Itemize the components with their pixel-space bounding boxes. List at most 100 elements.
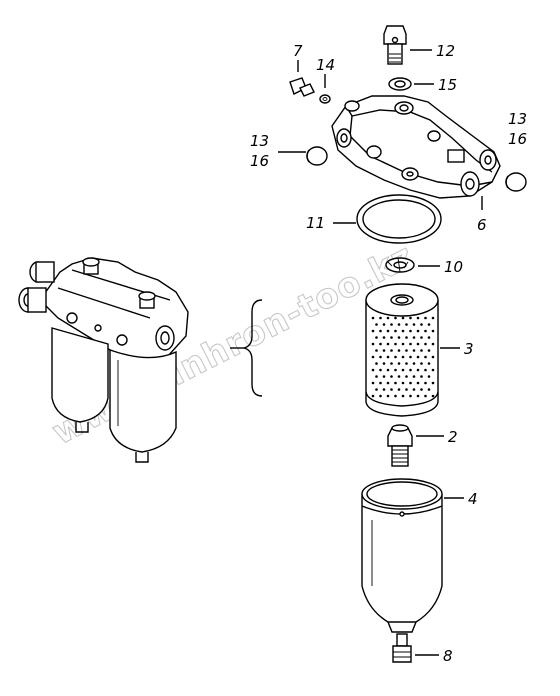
perforation-dot xyxy=(409,368,412,372)
perforation-dot xyxy=(379,394,382,398)
perforation-dot xyxy=(412,388,416,391)
perforation-dot xyxy=(371,342,375,346)
perforation-dot xyxy=(416,394,420,398)
perforation-dot xyxy=(424,368,427,372)
callout-6: 6 xyxy=(477,216,487,234)
perforation-dot xyxy=(412,362,416,365)
perforation-dot xyxy=(386,316,390,320)
part-bowl-4 xyxy=(361,478,443,633)
perforation-dot xyxy=(390,375,393,378)
perforation-dot xyxy=(424,329,427,333)
perforation-dot xyxy=(416,342,420,346)
perforation-dot xyxy=(390,362,393,365)
perforation-dot xyxy=(401,355,405,359)
perforation-dot xyxy=(382,336,386,339)
part-valve-2 xyxy=(387,424,413,467)
perforation-dot xyxy=(386,342,390,346)
perforation-dot xyxy=(416,355,420,359)
part-o-ring-11 xyxy=(356,194,442,244)
perforation-dot xyxy=(401,394,405,398)
perforation-dot xyxy=(401,316,405,320)
group-bracket xyxy=(230,299,263,397)
perforation-dot xyxy=(371,316,375,320)
perforation-dot xyxy=(412,336,416,339)
perforation-dot xyxy=(394,394,397,398)
callout-15: 15 xyxy=(438,76,457,94)
perforation-dot xyxy=(379,381,382,385)
perforation-dot xyxy=(394,381,397,385)
perforation-dot xyxy=(390,388,393,391)
assembled-filter-unit xyxy=(18,257,189,463)
perforation-dot xyxy=(394,342,397,346)
perforation-dot xyxy=(409,316,412,320)
perforation-dot xyxy=(427,362,431,365)
perforation-dot xyxy=(394,355,397,359)
perforation-dot xyxy=(401,329,405,333)
perforation-dot xyxy=(397,323,401,326)
part-drain-plug-8 xyxy=(392,633,412,663)
element-perforations xyxy=(371,316,435,398)
perforation-dot xyxy=(379,355,382,359)
perforation-dot xyxy=(431,329,435,333)
perforation-dot xyxy=(420,388,423,391)
perforation-dot xyxy=(427,388,431,391)
perforation-dot xyxy=(375,388,378,391)
perforation-dot xyxy=(401,342,405,346)
perforation-dot xyxy=(386,368,390,372)
perforation-dot xyxy=(420,375,423,378)
part-screw-7 xyxy=(289,77,315,97)
perforation-dot xyxy=(401,368,405,372)
perforation-dot xyxy=(394,329,397,333)
perforation-dot xyxy=(386,329,390,333)
perforation-dot xyxy=(375,336,378,339)
perforation-dot xyxy=(405,349,408,352)
callout-12: 12 xyxy=(436,42,455,60)
perforation-dot xyxy=(397,362,401,365)
perforation-dot xyxy=(431,342,435,346)
perforation-dot xyxy=(375,349,378,352)
perforation-dot xyxy=(371,368,375,372)
perforation-dot xyxy=(431,368,435,372)
perforation-dot xyxy=(371,355,375,359)
perforation-dot xyxy=(375,323,378,326)
part-washer-14 xyxy=(319,94,331,104)
perforation-dot xyxy=(382,362,386,365)
perforation-dot xyxy=(371,381,375,385)
perforation-dot xyxy=(386,394,390,398)
perforation-dot xyxy=(424,394,427,398)
part-plug-right xyxy=(505,172,527,192)
callout-16-left: 16 xyxy=(250,152,269,170)
perforation-dot xyxy=(382,375,386,378)
perforation-dot xyxy=(371,329,375,333)
perforation-dot xyxy=(405,388,408,391)
callout-10: 10 xyxy=(444,258,463,276)
part-seal-10 xyxy=(385,257,415,273)
perforation-dot xyxy=(431,381,435,385)
perforation-dot xyxy=(409,394,412,398)
callout-4: 4 xyxy=(468,490,478,508)
perforation-dot xyxy=(416,381,420,385)
perforation-dot xyxy=(397,388,401,391)
perforation-dot xyxy=(375,362,378,365)
perforation-dot xyxy=(416,316,420,320)
callout-13-right: 13 xyxy=(508,110,527,128)
perforation-dot xyxy=(382,349,386,352)
perforation-dot xyxy=(431,355,435,359)
part-bolt-12 xyxy=(383,25,407,65)
perforation-dot xyxy=(409,355,412,359)
perforation-dot xyxy=(420,336,423,339)
perforation-dot xyxy=(394,368,397,372)
perforation-dot xyxy=(405,375,408,378)
perforation-dot xyxy=(394,316,397,320)
perforation-dot xyxy=(416,329,420,333)
perforation-dot xyxy=(424,316,427,320)
callout-14: 14 xyxy=(316,56,335,74)
perforation-dot xyxy=(379,329,382,333)
perforation-dot xyxy=(427,336,431,339)
perforation-dot xyxy=(382,388,386,391)
perforation-dot xyxy=(412,349,416,352)
perforation-dot xyxy=(427,323,431,326)
perforation-dot xyxy=(424,381,427,385)
perforation-dot xyxy=(390,336,393,339)
